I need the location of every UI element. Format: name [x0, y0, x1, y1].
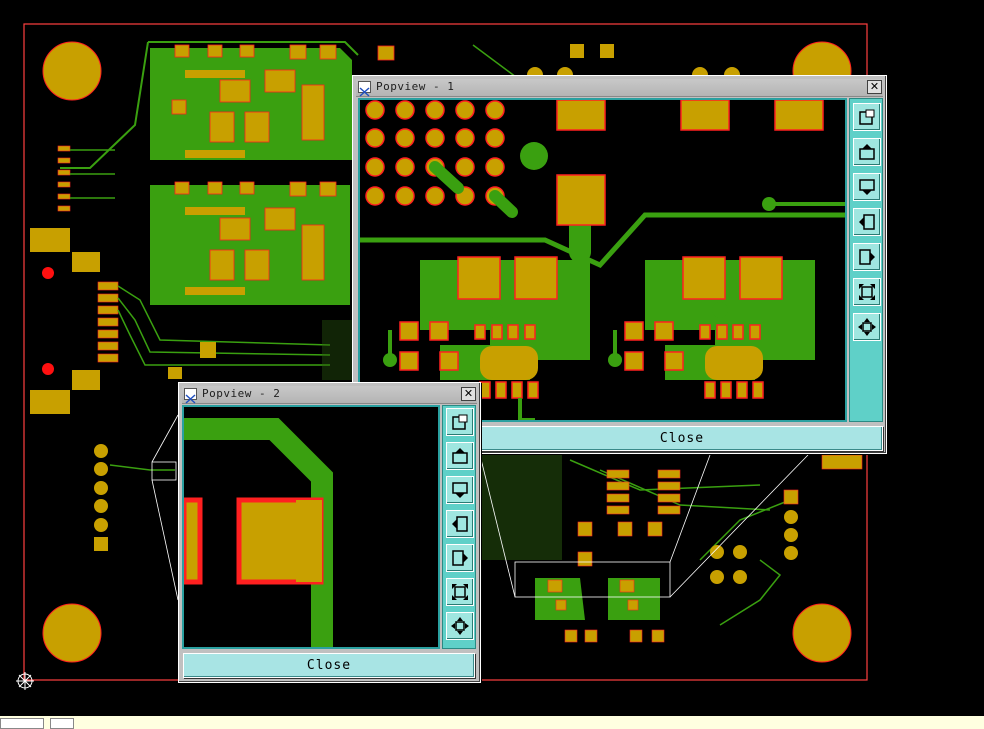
popview-2-close-x-button[interactable]: ✕: [461, 387, 476, 401]
zoom-fit-icon: [859, 284, 875, 300]
popview-1-zoom-out-button[interactable]: [853, 173, 881, 201]
zoom-window-icon: [452, 414, 468, 430]
popview-1-zoom-in-button[interactable]: [853, 138, 881, 166]
popview-2-pan-center-button[interactable]: [446, 612, 474, 640]
pan-left-icon: [452, 516, 468, 532]
popview-1-canvas[interactable]: [358, 98, 847, 422]
popview-1-zoom-fit-button[interactable]: [853, 278, 881, 306]
zoomed-bga-pads: [365, 100, 505, 206]
zoom-fit-icon: [452, 584, 468, 600]
popview-2-zoom-window-button[interactable]: [446, 408, 474, 436]
popview-1-pan-center-button[interactable]: [853, 313, 881, 341]
power-section-top: [60, 41, 395, 305]
status-icon-button[interactable]: [50, 718, 74, 729]
popview-1-toolbar: [849, 98, 883, 422]
popview-2-titlebar[interactable]: Popview - 2 ✕: [182, 386, 477, 404]
pan-right-icon: [859, 249, 875, 265]
left-connector: [30, 145, 119, 414]
window-system-icon[interactable]: [184, 388, 197, 404]
popview-1-window[interactable]: Popview - 1 ✕: [352, 75, 887, 454]
fiducial-bottom: [42, 363, 54, 375]
popview-2-title: Popview - 2: [202, 387, 281, 400]
popview-1-close-button[interactable]: Close: [481, 426, 883, 451]
zoom-guide-lines: [151, 414, 809, 601]
left-traces: [70, 149, 331, 471]
popview-1-zoom-window-button[interactable]: [853, 103, 881, 131]
popview-2-zoom-out-button[interactable]: [446, 476, 474, 504]
popview-2-pan-right-button[interactable]: [446, 544, 474, 572]
pan-left-icon: [859, 214, 875, 230]
lower-right-components: [535, 454, 863, 643]
window-system-icon[interactable]: [358, 81, 371, 97]
popview-1-titlebar[interactable]: Popview - 1 ✕: [356, 79, 883, 97]
popview-2-zoom-fit-button[interactable]: [446, 578, 474, 606]
pan-right-icon: [452, 550, 468, 566]
popview-2-canvas[interactable]: [182, 405, 440, 649]
status-bar: [0, 716, 984, 729]
left-test-pads: [94, 342, 216, 551]
zoomed-traces: [360, 161, 845, 269]
zoom-out-icon: [859, 179, 875, 195]
fiducial-top: [42, 267, 54, 279]
zoom-in-icon: [452, 448, 468, 464]
popview-2-zoomed-pcb: [184, 418, 333, 647]
zoomed-large-pads: [556, 100, 824, 226]
popview-1-close-x-button[interactable]: ✕: [867, 80, 882, 94]
zoomed-regulator-right: [608, 256, 815, 399]
zoom-in-icon: [859, 144, 875, 160]
zoom-window-icon: [859, 109, 875, 125]
popview-1-zoomed-pcb: [360, 100, 845, 420]
status-segment: [0, 718, 44, 729]
pan-center-icon: [451, 617, 469, 635]
popview-2-toolbar: [442, 405, 476, 649]
bga-array: [322, 320, 562, 560]
zoom-out-icon: [452, 482, 468, 498]
popview-2-pan-left-button[interactable]: [446, 510, 474, 538]
origin-marker-icon: [16, 672, 34, 690]
popview-2-window[interactable]: Popview - 2 ✕ Close: [178, 382, 481, 683]
popview-1-title: Popview - 1: [376, 80, 455, 93]
popview-2-zoom-in-button[interactable]: [446, 442, 474, 470]
pan-center-icon: [858, 318, 876, 336]
zoomed-regulator-left: [383, 256, 590, 420]
popview-1-pan-right-button[interactable]: [853, 243, 881, 271]
popview-2-close-button[interactable]: Close: [183, 653, 475, 678]
popview-1-pan-left-button[interactable]: [853, 208, 881, 236]
